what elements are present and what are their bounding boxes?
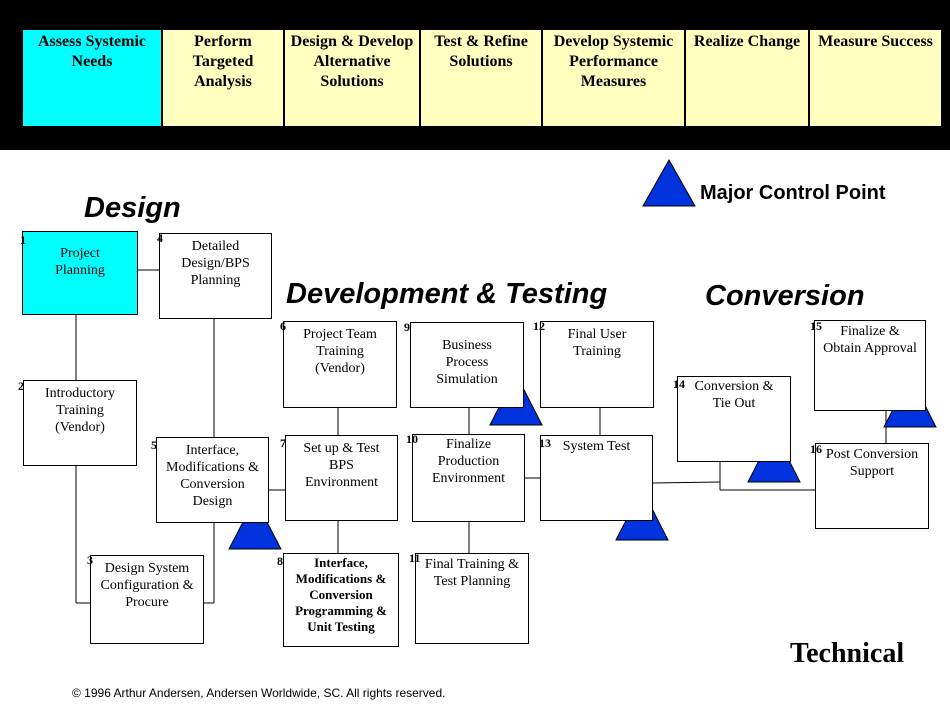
task-number: 11 [409, 551, 421, 565]
task-finalize-production: Finalize Production Environment [412, 434, 525, 522]
task-number: 5 [151, 438, 157, 452]
task-number: 16 [810, 442, 822, 456]
task-system-test: System Test [540, 435, 653, 521]
section-design: Design [84, 192, 181, 224]
phase-banner: Assess Systemic Needs Perform Targeted A… [0, 0, 950, 150]
technical-label: Technical [790, 638, 905, 669]
task-number: 15 [810, 319, 822, 333]
control-point-icon [228, 497, 282, 550]
phase-targeted-analysis: Perform Targeted Analysis [162, 29, 284, 127]
task-interface-design: Interface, Modifications & Conversion De… [156, 437, 269, 523]
section-conversion: Conversion [705, 280, 865, 312]
task-number: 1 [20, 233, 26, 247]
task-number: 13 [539, 436, 551, 450]
task-post-conversion-support: Post Conversion Support [815, 443, 929, 529]
phase-performance-measures: Develop Systemic Performance Measures [542, 29, 685, 127]
task-number: 8 [277, 554, 283, 568]
task-number: 7 [280, 436, 286, 450]
phase-realize-change: Realize Change [685, 29, 809, 127]
task-project-team-training: Project Team Training (Vendor) [283, 321, 397, 408]
task-introductory-training: Introductory Training (Vendor) [23, 380, 137, 466]
copyright-notice: © 1996 Arthur Andersen, Andersen Worldwi… [72, 686, 446, 700]
phase-test-refine: Test & Refine Solutions [420, 29, 542, 127]
task-finalize-approval: Finalize & Obtain Approval [814, 320, 926, 411]
task-number: 12 [533, 319, 545, 333]
phase-design-develop: Design & Develop Alternative Solutions [284, 29, 420, 127]
task-number: 2 [18, 379, 24, 393]
phase-measure-success: Measure Success [809, 29, 942, 127]
task-number: 6 [280, 319, 286, 333]
task-detailed-design: Detailed Design/BPS Planning [159, 233, 272, 319]
task-project-planning: Project Planning [22, 231, 138, 315]
task-number: 3 [87, 553, 93, 567]
legend-triangle-icon [642, 158, 696, 207]
task-interface-programming: Interface, Modifications & Conversion Pr… [283, 553, 399, 647]
task-business-process-simulation: Business Process Simulation [410, 322, 524, 408]
task-number: 10 [406, 432, 418, 446]
task-conversion-tie-out: Conversion & Tie Out [677, 376, 791, 462]
phase-assess-needs: Assess Systemic Needs [22, 29, 162, 127]
phase-row: Assess Systemic Needs Perform Targeted A… [21, 28, 943, 128]
section-development-testing: Development & Testing [286, 278, 608, 310]
task-number: 14 [673, 377, 685, 391]
task-number: 4 [157, 231, 163, 245]
task-number: 9 [404, 320, 410, 334]
task-design-system-config: Design System Configuration & Procure [90, 555, 204, 644]
task-final-training-planning: Final Training & Test Planning [415, 553, 529, 644]
task-final-user-training: Final User Training [540, 321, 654, 408]
task-setup-test-bps: Set up & Test BPS Environment [285, 435, 398, 521]
legend-label: Major Control Point [700, 182, 886, 204]
